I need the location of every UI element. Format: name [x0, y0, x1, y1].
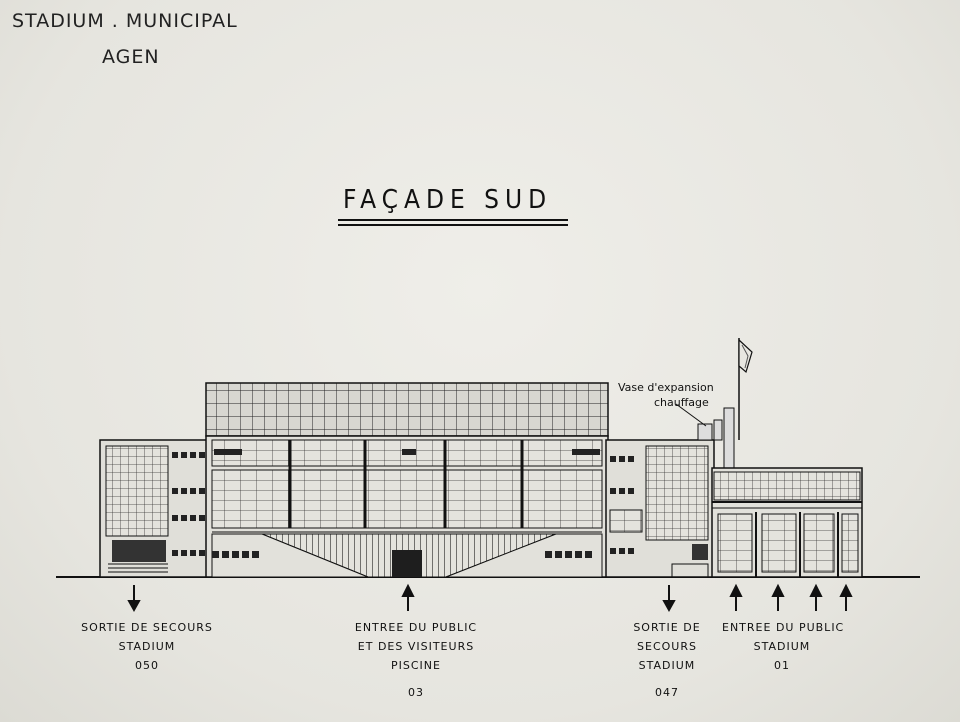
- label-line: STADIUM: [118, 640, 176, 653]
- title-underline-second: [338, 224, 568, 226]
- flag: [738, 338, 753, 374]
- label-code: 050: [135, 659, 159, 672]
- left-wing-windows: [172, 452, 205, 556]
- label-line: SORTIE DE: [633, 621, 701, 634]
- label-exit-050: SORTIE DE SECOURS STADIUM 050: [72, 618, 222, 675]
- label-line: ENTREE DU PUBLIC: [354, 621, 478, 634]
- label-line: ET DES VISITEURS: [357, 640, 475, 653]
- expansion-tank: [697, 423, 713, 441]
- label-entrance-03: ENTREE DU PUBLIC ET DES VISITEURS PISCIN…: [336, 618, 496, 702]
- label-line: PISCINE: [391, 659, 441, 672]
- annotation-line: chauffage: [654, 396, 709, 409]
- arrow-up-entrance-01-a: [729, 583, 743, 597]
- pool-roof: [205, 382, 609, 437]
- label-line: STADIUM: [753, 640, 811, 653]
- expansion-tank-annotation: Vase d'expansion chauffage: [618, 380, 714, 410]
- hall-main-glazing: [211, 469, 603, 529]
- right-exit-door: [692, 544, 708, 560]
- arrow-up-entrance-01-c: [809, 583, 823, 597]
- label-line: STADIUM: [638, 659, 696, 672]
- label-line: SECOURS: [637, 640, 697, 653]
- arrow-up-entrance-01-b: [771, 583, 785, 597]
- left-wing-glazing: [105, 445, 169, 537]
- direction-arrows: [127, 583, 853, 613]
- arrow-down-exit-047: [662, 600, 676, 613]
- label-exit-047: SORTIE DE SECOURS STADIUM 047: [622, 618, 712, 702]
- drawing-title: FAÇADE SUD: [343, 185, 553, 215]
- pool-public-entrance: [392, 550, 422, 577]
- label-code: 047: [655, 686, 679, 699]
- label-code: 03: [408, 686, 424, 699]
- arrow-up-entrance-01-d: [839, 583, 853, 597]
- chimney: [723, 407, 735, 469]
- annotation-leader: [675, 403, 707, 427]
- title-underline: [338, 219, 568, 221]
- label-entrance-01: ENTREE DU PUBLIC STADIUM 01: [722, 618, 845, 675]
- arrow-down-exit-050: [127, 600, 141, 613]
- header-city: AGEN: [102, 46, 160, 68]
- label-code: 01: [774, 659, 790, 672]
- label-line: SORTIE DE SECOURS: [81, 621, 213, 634]
- label-line: ENTREE DU PUBLIC: [722, 621, 845, 634]
- left-exit-door: [112, 540, 166, 562]
- annotation-line: Vase d'expansion: [618, 381, 714, 394]
- arrow-up-entrance-03: [401, 583, 415, 597]
- header-stadium-name: STADIUM . MUNICIPAL: [12, 10, 238, 32]
